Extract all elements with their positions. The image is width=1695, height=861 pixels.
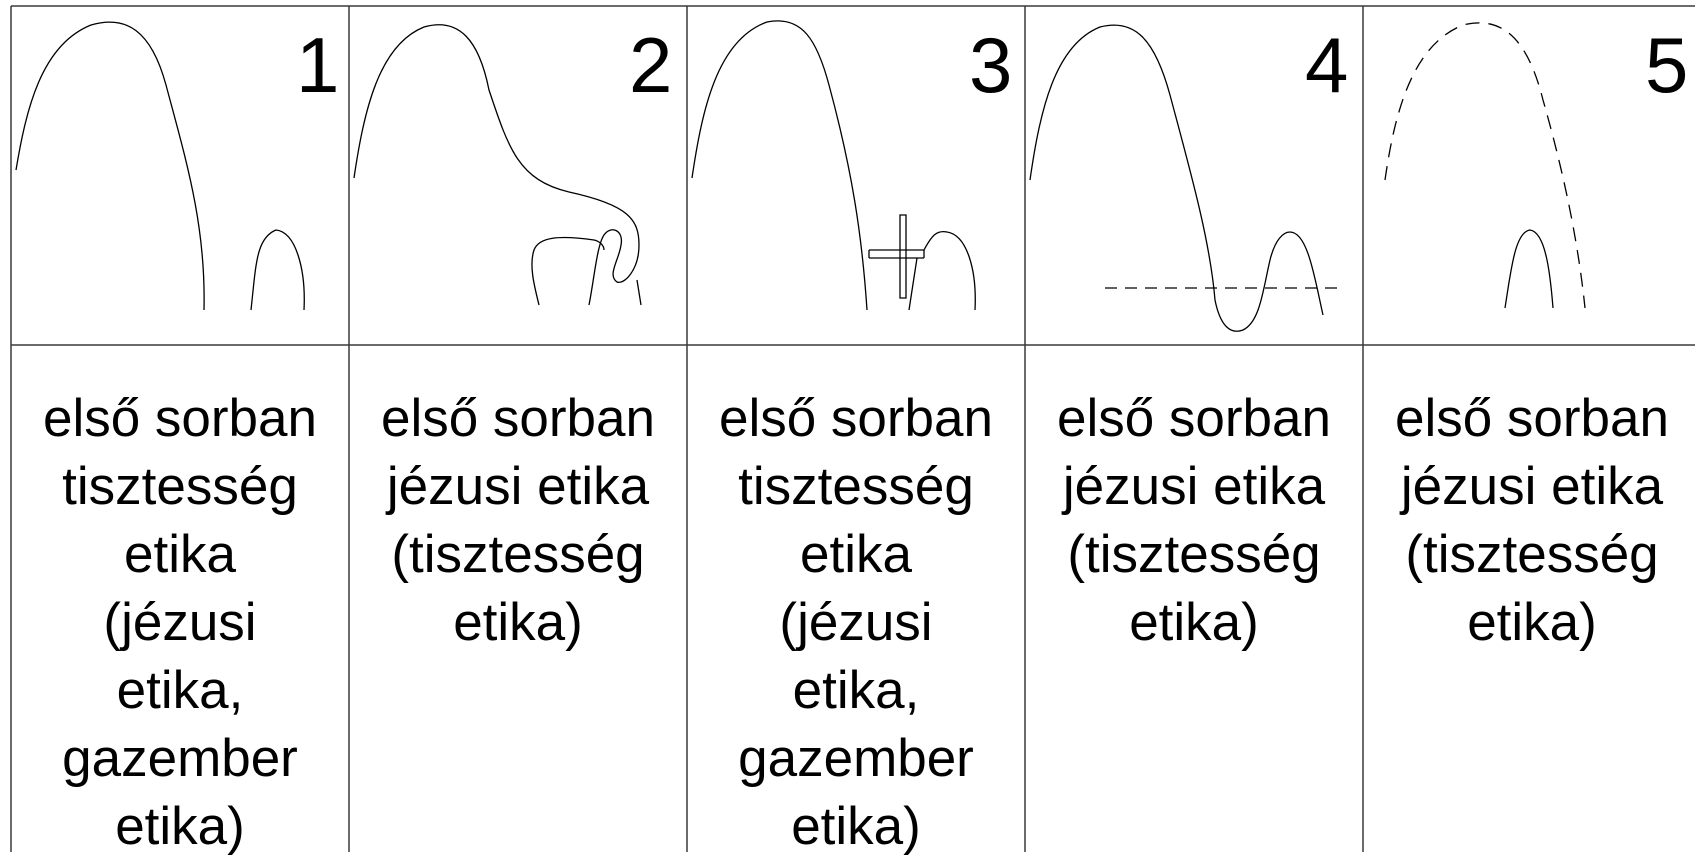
panel-number: 5 [1645,21,1689,109]
arch-leg [908,257,918,311]
panel-3-drawing [691,20,976,311]
small-arch [1504,229,1554,309]
dashed-large-arch [1384,22,1586,309]
large-arch [15,21,205,311]
small-arch [923,230,976,311]
cross-icon [868,214,925,299]
arch-leg [636,279,642,306]
large-arch [1029,24,1324,332]
panel-5-drawing [1384,22,1586,309]
small-arch [250,229,305,311]
large-arch [353,24,640,306]
panel-2-drawing [353,24,642,306]
panel-number: 2 [629,21,673,109]
panel-4-drawing [1029,24,1345,332]
panel-number: 3 [969,21,1013,109]
panel-number: 4 [1305,21,1349,109]
overlapping-arch [531,236,605,306]
large-arch [691,20,868,311]
panel-1-drawing [15,21,305,311]
panel-number: 1 [296,21,340,109]
